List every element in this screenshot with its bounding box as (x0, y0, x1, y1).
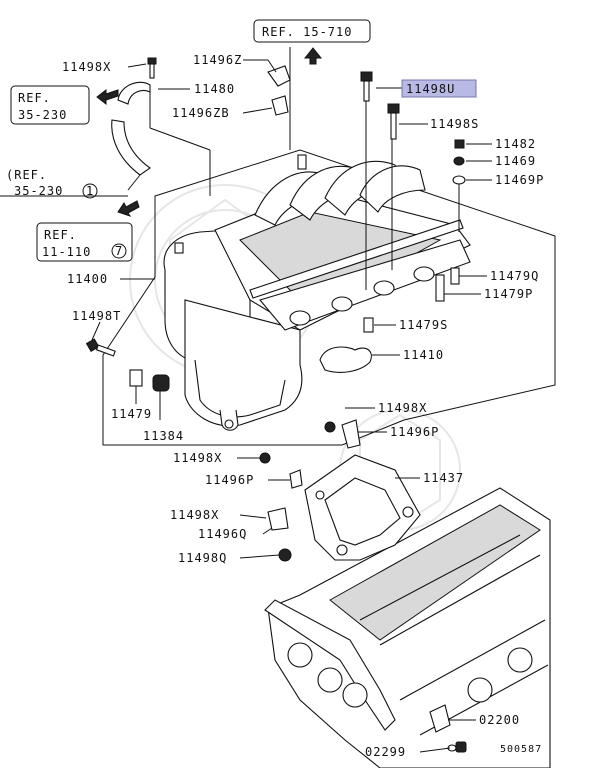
dowel-11479p (435, 274, 445, 302)
bolt-11498u (360, 71, 373, 102)
clamp-11496q (267, 507, 289, 531)
label-11480[interactable]: 11480 (194, 82, 235, 96)
label-11498t[interactable]: 11498T (72, 309, 121, 323)
arrow-left-icon (96, 88, 119, 106)
bolt-11498x-left (259, 452, 271, 464)
label-11469[interactable]: 11469 (495, 154, 536, 168)
ref-15-710-text: REF. 15-710 (262, 25, 352, 39)
arrow-down-left-icon (117, 200, 140, 217)
label-11384[interactable]: 11384 (143, 429, 184, 443)
highlight-box-11498u (401, 79, 477, 98)
pin-11479 (129, 369, 143, 387)
ref-box-11-110: REF. 11-110 7 (36, 222, 133, 262)
label-11498q[interactable]: 11498Q (178, 551, 227, 565)
label-11482[interactable]: 11482 (495, 137, 536, 151)
ref-35-230-mid-circle: 1 (86, 184, 94, 198)
label-11496p-right[interactable]: 11496P (390, 425, 439, 439)
intake-manifold (163, 154, 471, 431)
arrow-up-icon (303, 47, 323, 65)
nut-11469 (453, 156, 465, 166)
cylinder-head (264, 487, 551, 768)
label-11437[interactable]: 11437 (423, 471, 464, 485)
label-11496p-left[interactable]: 11496P (205, 473, 254, 487)
bolt-11498q (278, 548, 292, 562)
label-11496zb[interactable]: 11496ZB (172, 106, 230, 120)
label-11469p[interactable]: 11469P (495, 173, 544, 187)
clamp-11496zb (271, 95, 289, 116)
ref-35-230-top-line2: 35-230 (18, 108, 67, 122)
bolt-11498t (85, 338, 116, 357)
hose-11480 (117, 81, 151, 105)
ref-35-230-mid: (REF. 35-230 1 (6, 168, 98, 199)
label-11498x-mid[interactable]: 11498X (378, 401, 427, 415)
nut-11482 (454, 139, 465, 149)
label-11479[interactable]: 11479 (111, 407, 152, 421)
label-11498x-top[interactable]: 11498X (62, 60, 111, 74)
ref-box-35-230-top: REF. 35-230 (10, 85, 90, 125)
label-11498u[interactable]: 11498U (406, 82, 455, 96)
label-11479q[interactable]: 11479Q (490, 269, 539, 283)
label-11498s[interactable]: 11498S (430, 117, 479, 131)
ref-35-230-mid-line2: 35-230 (14, 184, 63, 198)
grommet-11384 (152, 374, 170, 392)
stud-11479s (363, 317, 374, 333)
label-11479s[interactable]: 11479S (399, 318, 448, 332)
bolt-11498s (387, 103, 400, 140)
ref-11-110-line2: 11-110 (42, 245, 91, 259)
ref-11-110-line1: REF. (44, 228, 77, 242)
label-11498x-left[interactable]: 11498X (173, 451, 222, 465)
clamp-11496z (267, 65, 291, 87)
label-02200[interactable]: 02200 (479, 713, 520, 727)
label-11400[interactable]: 11400 (67, 272, 108, 286)
gasket-11410 (319, 346, 372, 373)
clamp-11496p-left (289, 469, 303, 489)
ref-35-230-top-line1: REF. (18, 91, 51, 105)
label-11498x-low[interactable]: 11498X (170, 508, 219, 522)
arrows (96, 47, 323, 217)
bracket-11437 (304, 454, 421, 561)
label-11496z[interactable]: 11496Z (193, 53, 242, 67)
label-02299[interactable]: 02299 (365, 745, 406, 759)
leader-lines (0, 47, 492, 753)
hose-lower (111, 119, 151, 176)
diagram-number: 500587 (500, 744, 542, 755)
ref-box-15-710: REF. 15-710 (253, 19, 371, 43)
dowel-11479q (450, 267, 460, 285)
bolt-11498x-top (147, 57, 157, 79)
washer-11469p (452, 175, 466, 185)
bolt-11498x-mid (324, 421, 336, 433)
clamp-11496p-right (341, 419, 361, 449)
label-11496q[interactable]: 11496Q (198, 527, 247, 541)
label-11410[interactable]: 11410 (403, 348, 444, 362)
ref-35-230-mid-line1: (REF. (6, 168, 47, 182)
label-11479p[interactable]: 11479P (484, 287, 533, 301)
ref-11-110-circle: 7 (115, 244, 123, 258)
part-02200 (429, 704, 451, 733)
